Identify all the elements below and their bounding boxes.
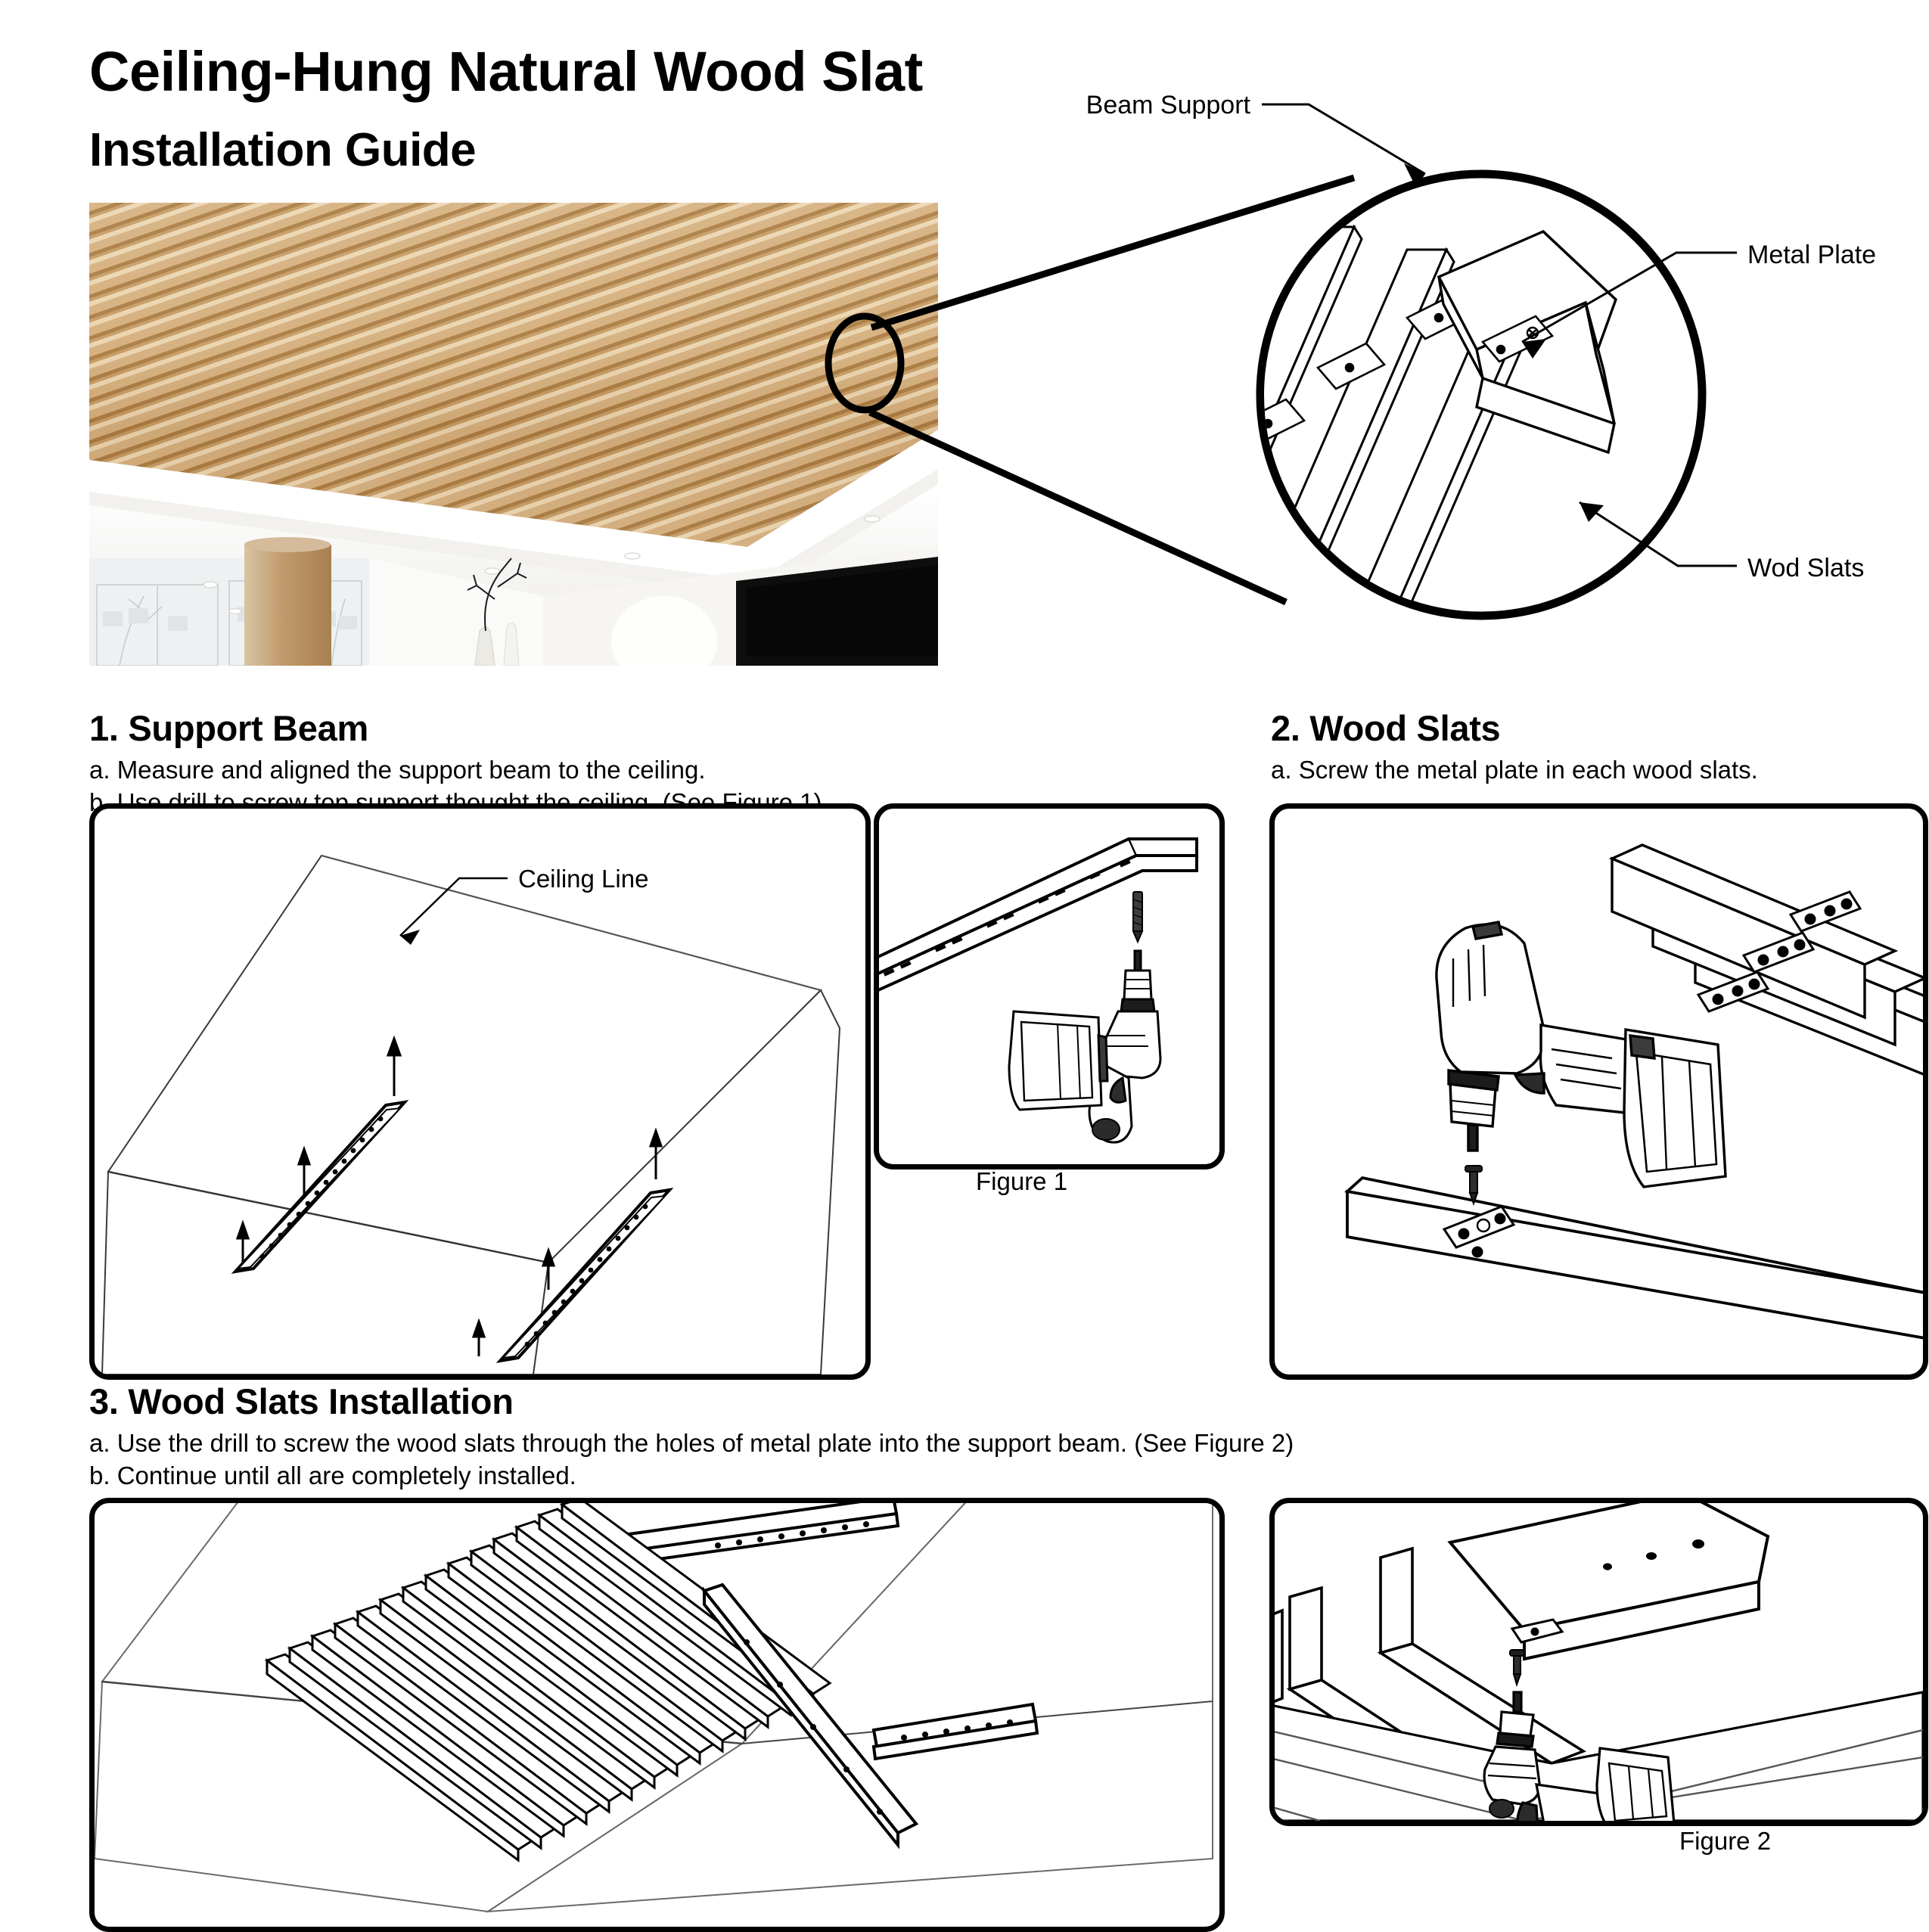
section-3-body: a. Use the drill to screw the wood slats…	[89, 1427, 1294, 1492]
panel-figure-1	[874, 803, 1225, 1169]
callout-label-beam-support: Beam Support	[1086, 91, 1251, 120]
callout-label-metal-plate: Metal Plate	[1747, 241, 1876, 269]
support-rail-right	[495, 1188, 674, 1363]
section-1-line-a: a. Measure and aligned the support beam …	[89, 756, 706, 784]
support-beam	[1447, 1503, 1770, 1661]
arrowhead-metal-plate	[1522, 339, 1546, 359]
panel-installed-slats	[89, 1498, 1225, 1932]
section-3-line-b: b. Continue until all are completely ins…	[89, 1461, 576, 1489]
screw	[1132, 891, 1144, 944]
support-rail-bottom	[871, 1702, 1039, 1761]
metal-plate	[1510, 1618, 1564, 1644]
slat-ceiling-region	[89, 203, 938, 547]
leader-ceiling-line	[399, 877, 508, 936]
foreground-wood-slat	[1344, 1176, 1923, 1340]
magnifier-cone-upper	[870, 174, 1356, 331]
ceiling-line-label: Ceiling Line	[518, 865, 648, 893]
cordless-drill	[1008, 949, 1162, 1144]
panel-support-beam-ceiling: Ceiling Line	[89, 803, 871, 1380]
panel-1-diagram: Ceiling Line	[101, 854, 841, 1374]
figure-1-diagram	[879, 837, 1198, 1144]
page-subtitle: Installation Guide	[89, 124, 477, 176]
arrowhead-ceiling-line	[400, 930, 420, 945]
hero-room-photo	[89, 203, 938, 666]
section-1-heading: 1. Support Beam	[89, 708, 368, 748]
figure-2-diagram	[1275, 1503, 1923, 1821]
beam-holes	[883, 859, 1131, 977]
arrowhead-wood-slats	[1580, 502, 1604, 522]
beige-column	[244, 545, 331, 666]
section-2-heading: 2. Wood Slats	[1271, 708, 1501, 748]
metal-plates	[1696, 890, 1862, 1013]
support-rail-left	[231, 1100, 409, 1274]
figure-1-caption: Figure 1	[976, 1167, 1068, 1195]
section-2-line-a: a. Screw the metal plate in each wood sl…	[1271, 756, 1758, 784]
perforated-beam-rail	[879, 837, 1198, 992]
arrowhead-beam-support	[1404, 163, 1425, 188]
figure-2-caption: Figure 2	[1679, 1827, 1772, 1855]
metal-plate-installing	[1442, 1205, 1516, 1258]
vase-with-branches	[467, 558, 527, 666]
cordless-drill	[1483, 1691, 1676, 1821]
section-3-heading: 3. Wood Slats Installation	[89, 1381, 514, 1421]
room-photo-illustration	[89, 203, 938, 666]
page-title: Ceiling-Hung Natural Wood Slat	[89, 40, 923, 103]
end-support-rail	[701, 1583, 919, 1850]
panel-figure-2	[1269, 1498, 1928, 1826]
magnifier-detail-circle	[1256, 169, 1707, 620]
panel-3-diagram	[95, 1503, 1213, 1913]
panel-metal-plate-on-slats	[1269, 803, 1928, 1380]
beam-holes	[1603, 1539, 1704, 1570]
screw	[1509, 1649, 1525, 1688]
leader-beam-support	[1262, 103, 1426, 175]
leader-wood-slats	[1579, 501, 1737, 567]
install-direction-arrows	[235, 1035, 663, 1356]
callout-label-wood-slats: Wod Slats	[1747, 554, 1864, 582]
section-2-body: a. Screw the metal plate in each wood sl…	[1271, 754, 1758, 787]
cordless-drill	[1435, 921, 1727, 1188]
panel-2-diagram	[1344, 843, 1923, 1340]
installed-slat-array	[264, 1503, 832, 1862]
section-3-line-a: a. Use the drill to screw the wood slats…	[89, 1429, 1294, 1457]
magnified-assembly-detail	[1264, 224, 1617, 612]
screw-falling	[1465, 1165, 1483, 1206]
leader-metal-plate	[1521, 251, 1737, 343]
